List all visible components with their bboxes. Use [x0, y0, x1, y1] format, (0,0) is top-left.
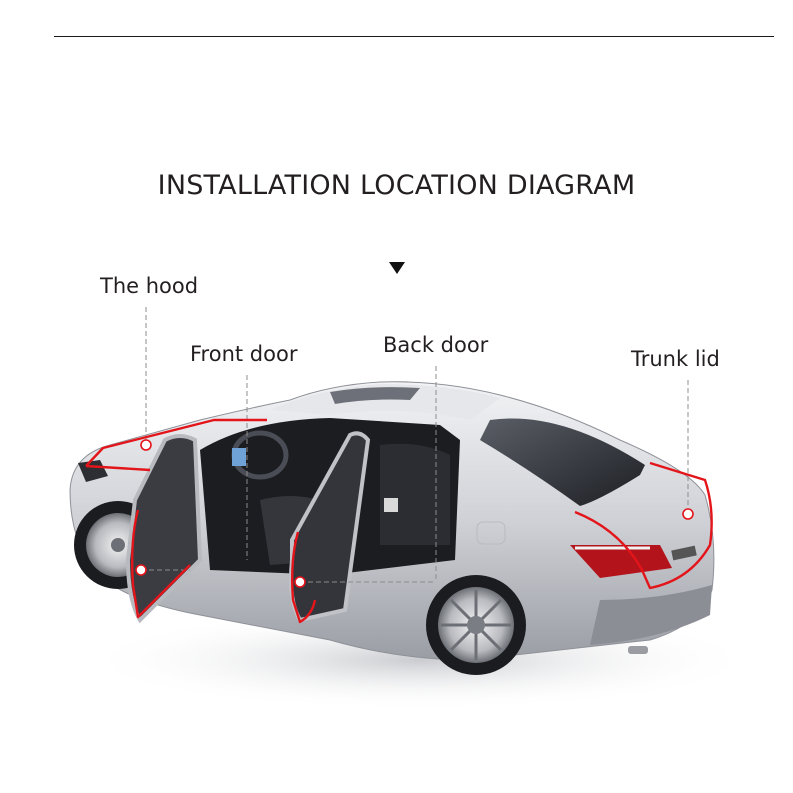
label-front-door: Front door [190, 342, 298, 366]
trunk-badge [671, 545, 697, 561]
leader-lines [141, 307, 689, 583]
sunroof [330, 387, 420, 404]
seal-highlights [85, 418, 713, 624]
front-door-highlight [131, 509, 191, 619]
label-trunk-lid: Trunk lid [631, 347, 720, 371]
page-title: INSTALLATION LOCATION DIAGRAM [157, 170, 636, 201]
marker-back-door [294, 576, 306, 588]
location-markers [135, 439, 694, 588]
dashboard-screen [232, 448, 246, 466]
hood-highlight-lower [85, 464, 151, 472]
top-divider [54, 36, 774, 37]
label-back-door: Back door [383, 333, 489, 357]
back-door-highlight [291, 531, 317, 624]
rear-window [480, 418, 645, 506]
marker-front-door [135, 564, 147, 576]
car-roof [270, 384, 500, 420]
rear-vent [384, 498, 398, 512]
fuel-door [476, 521, 506, 545]
rear-wheel [426, 575, 526, 675]
rear-bumper [590, 585, 712, 645]
label-hood: The hood [100, 274, 199, 298]
rear-seat [380, 443, 450, 545]
exhaust [628, 646, 648, 654]
steering-wheel [231, 430, 289, 480]
marker-hood [140, 439, 152, 451]
down-triangle-icon [389, 262, 405, 274]
trunk-highlight [574, 461, 713, 590]
taillight [570, 545, 672, 578]
marker-trunk [682, 508, 694, 520]
hood-highlight [85, 418, 267, 467]
